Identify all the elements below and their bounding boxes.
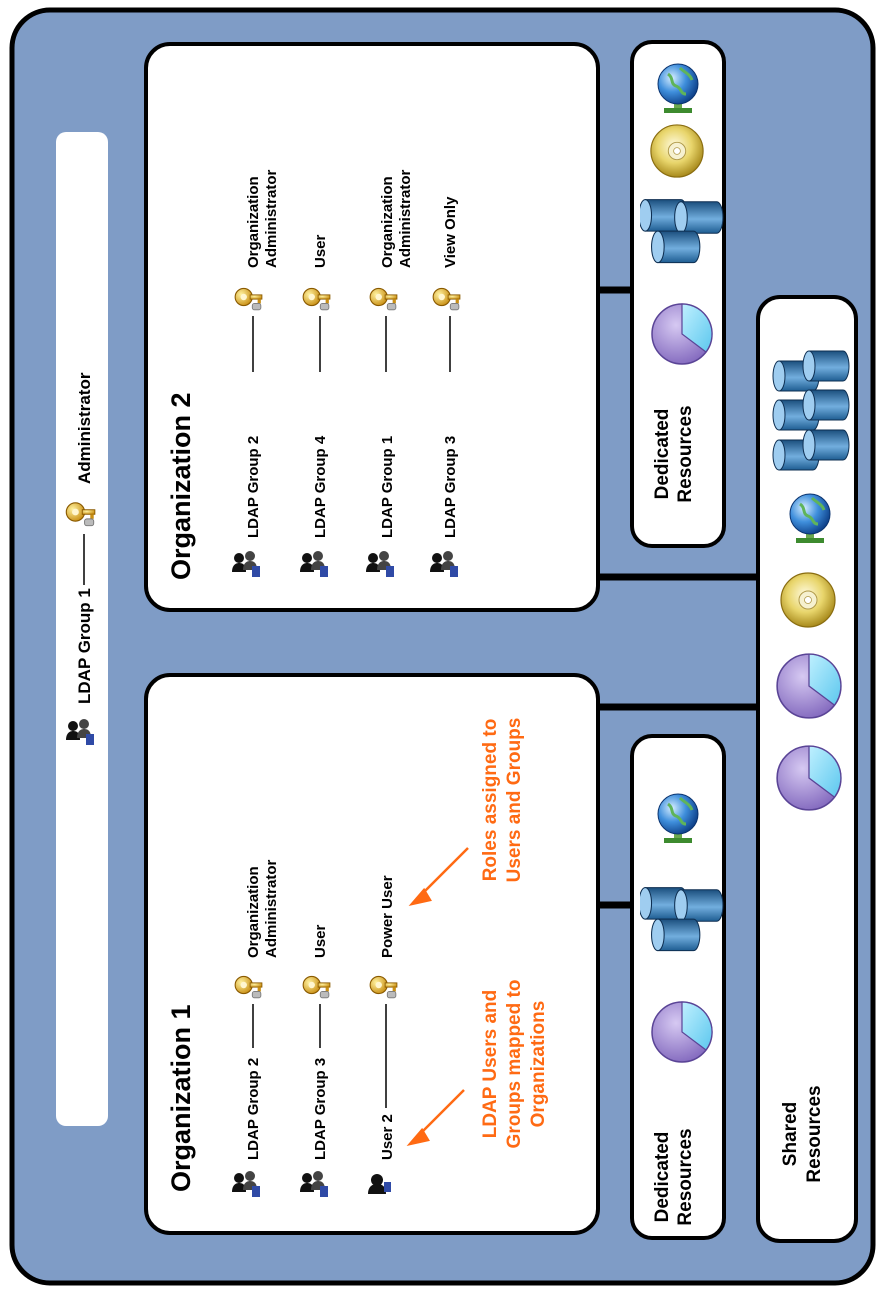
shared-line1: Shared: [780, 1102, 801, 1166]
pie-icon: [651, 303, 713, 365]
cd-icon: [650, 124, 704, 178]
top-group-label: LDAP Group 1: [75, 588, 94, 704]
org2-row2-member: LDAP Group 4: [312, 435, 329, 538]
org1-dedicated-line2: Resources: [675, 1128, 696, 1225]
note-roles-line2: Users and Groups: [504, 718, 525, 883]
org1-row3-member: User 2: [379, 1114, 396, 1160]
org2-title: Organization 2: [166, 392, 196, 580]
pie-icon: [776, 745, 842, 811]
note-arrows: [406, 847, 469, 1147]
org2-row3-role-line2: Administrator: [397, 169, 414, 268]
org1-dedicated-panel: [630, 734, 726, 1240]
note-mapped-line2: Groups mapped to: [504, 980, 525, 1149]
top-role-label: Administrator: [75, 372, 94, 484]
org2-row4-member: LDAP Group 3: [442, 436, 459, 538]
org2-row1-role-line2: Administrator: [263, 169, 280, 268]
org2-row4-role: View Only: [442, 196, 459, 268]
org1-panel: [144, 673, 600, 1235]
org1-title: Organization 1: [166, 1004, 196, 1192]
pie-icon: [776, 653, 842, 719]
connectors: [598, 286, 760, 909]
org2-panel: [144, 42, 600, 612]
cd-icon: [780, 572, 836, 628]
org2-dedicated-line1: Dedicated: [652, 409, 673, 500]
org2-dedicated-line2: Resources: [675, 405, 696, 502]
org2-row3-member: LDAP Group 1: [379, 436, 396, 538]
org1-row2-member: LDAP Group 3: [312, 1058, 329, 1160]
org2-row3-role-line1: Organization: [379, 176, 396, 268]
org2-row2-role: User: [312, 234, 329, 268]
org2-row1-member: LDAP Group 2: [245, 436, 262, 538]
org1-row1-role-line1: Organization: [245, 866, 262, 958]
shared-line2: Resources: [804, 1085, 825, 1182]
note-mapped-line1: LDAP Users and: [480, 990, 501, 1139]
storage-array-icon: [772, 350, 850, 471]
top-bar: [56, 132, 108, 1126]
org1-dedicated-line1: Dedicated: [652, 1132, 673, 1223]
org1-row1-role-line2: Administrator: [263, 859, 280, 958]
org1-row1-member: LDAP Group 2: [245, 1058, 262, 1160]
org2-row1-role-line1: Organization: [245, 176, 262, 268]
note-mapped-line3: Organizations: [528, 1001, 549, 1128]
pie-icon: [651, 1001, 713, 1063]
org1-row3-role: Power User: [379, 875, 396, 958]
org2-dedicated-panel: [630, 40, 726, 548]
org1-row2-role: User: [312, 924, 329, 958]
note-roles-line1: Roles assigned to: [480, 719, 501, 882]
